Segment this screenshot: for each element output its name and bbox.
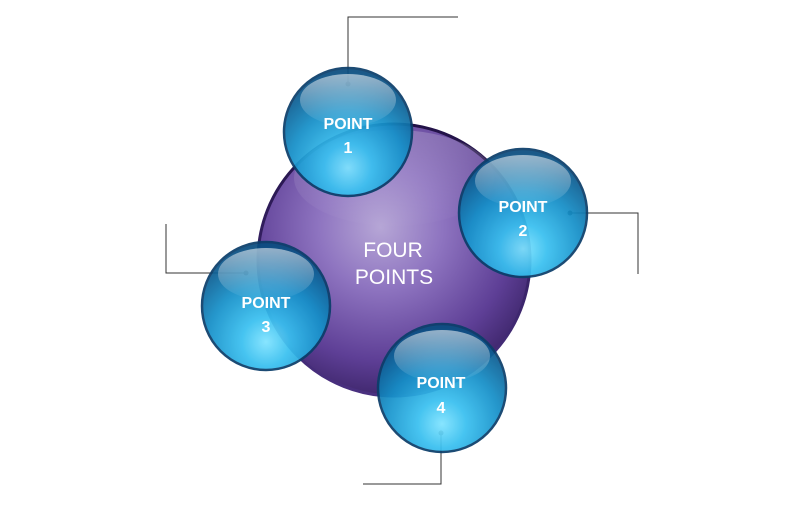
point-4-bubble: POINT 4 [376, 322, 508, 454]
point-1-label-line-2: 1 [344, 140, 353, 157]
point-3-label-line-1: POINT [242, 295, 291, 312]
leader-line-point-1 [347, 16, 458, 84]
leader-line-point-2 [570, 212, 639, 274]
point-1-label-line-1: POINT [324, 116, 373, 133]
point-2-label-line-2: 2 [519, 223, 528, 240]
point-4-label-line-1: POINT [417, 375, 466, 392]
center-label-line-1: FOUR [363, 239, 423, 262]
point-3-bubble: POINT 3 [200, 240, 332, 372]
point-3-label-line-2: 3 [262, 319, 271, 336]
point-1-bubble: POINT 1 [282, 66, 414, 198]
point-2-label-line-1: POINT [499, 199, 548, 216]
point-2-bubble: POINT 2 [457, 147, 589, 279]
point-4-label-line-2: 4 [437, 400, 446, 417]
center-label-line-2: POINTS [355, 266, 433, 289]
